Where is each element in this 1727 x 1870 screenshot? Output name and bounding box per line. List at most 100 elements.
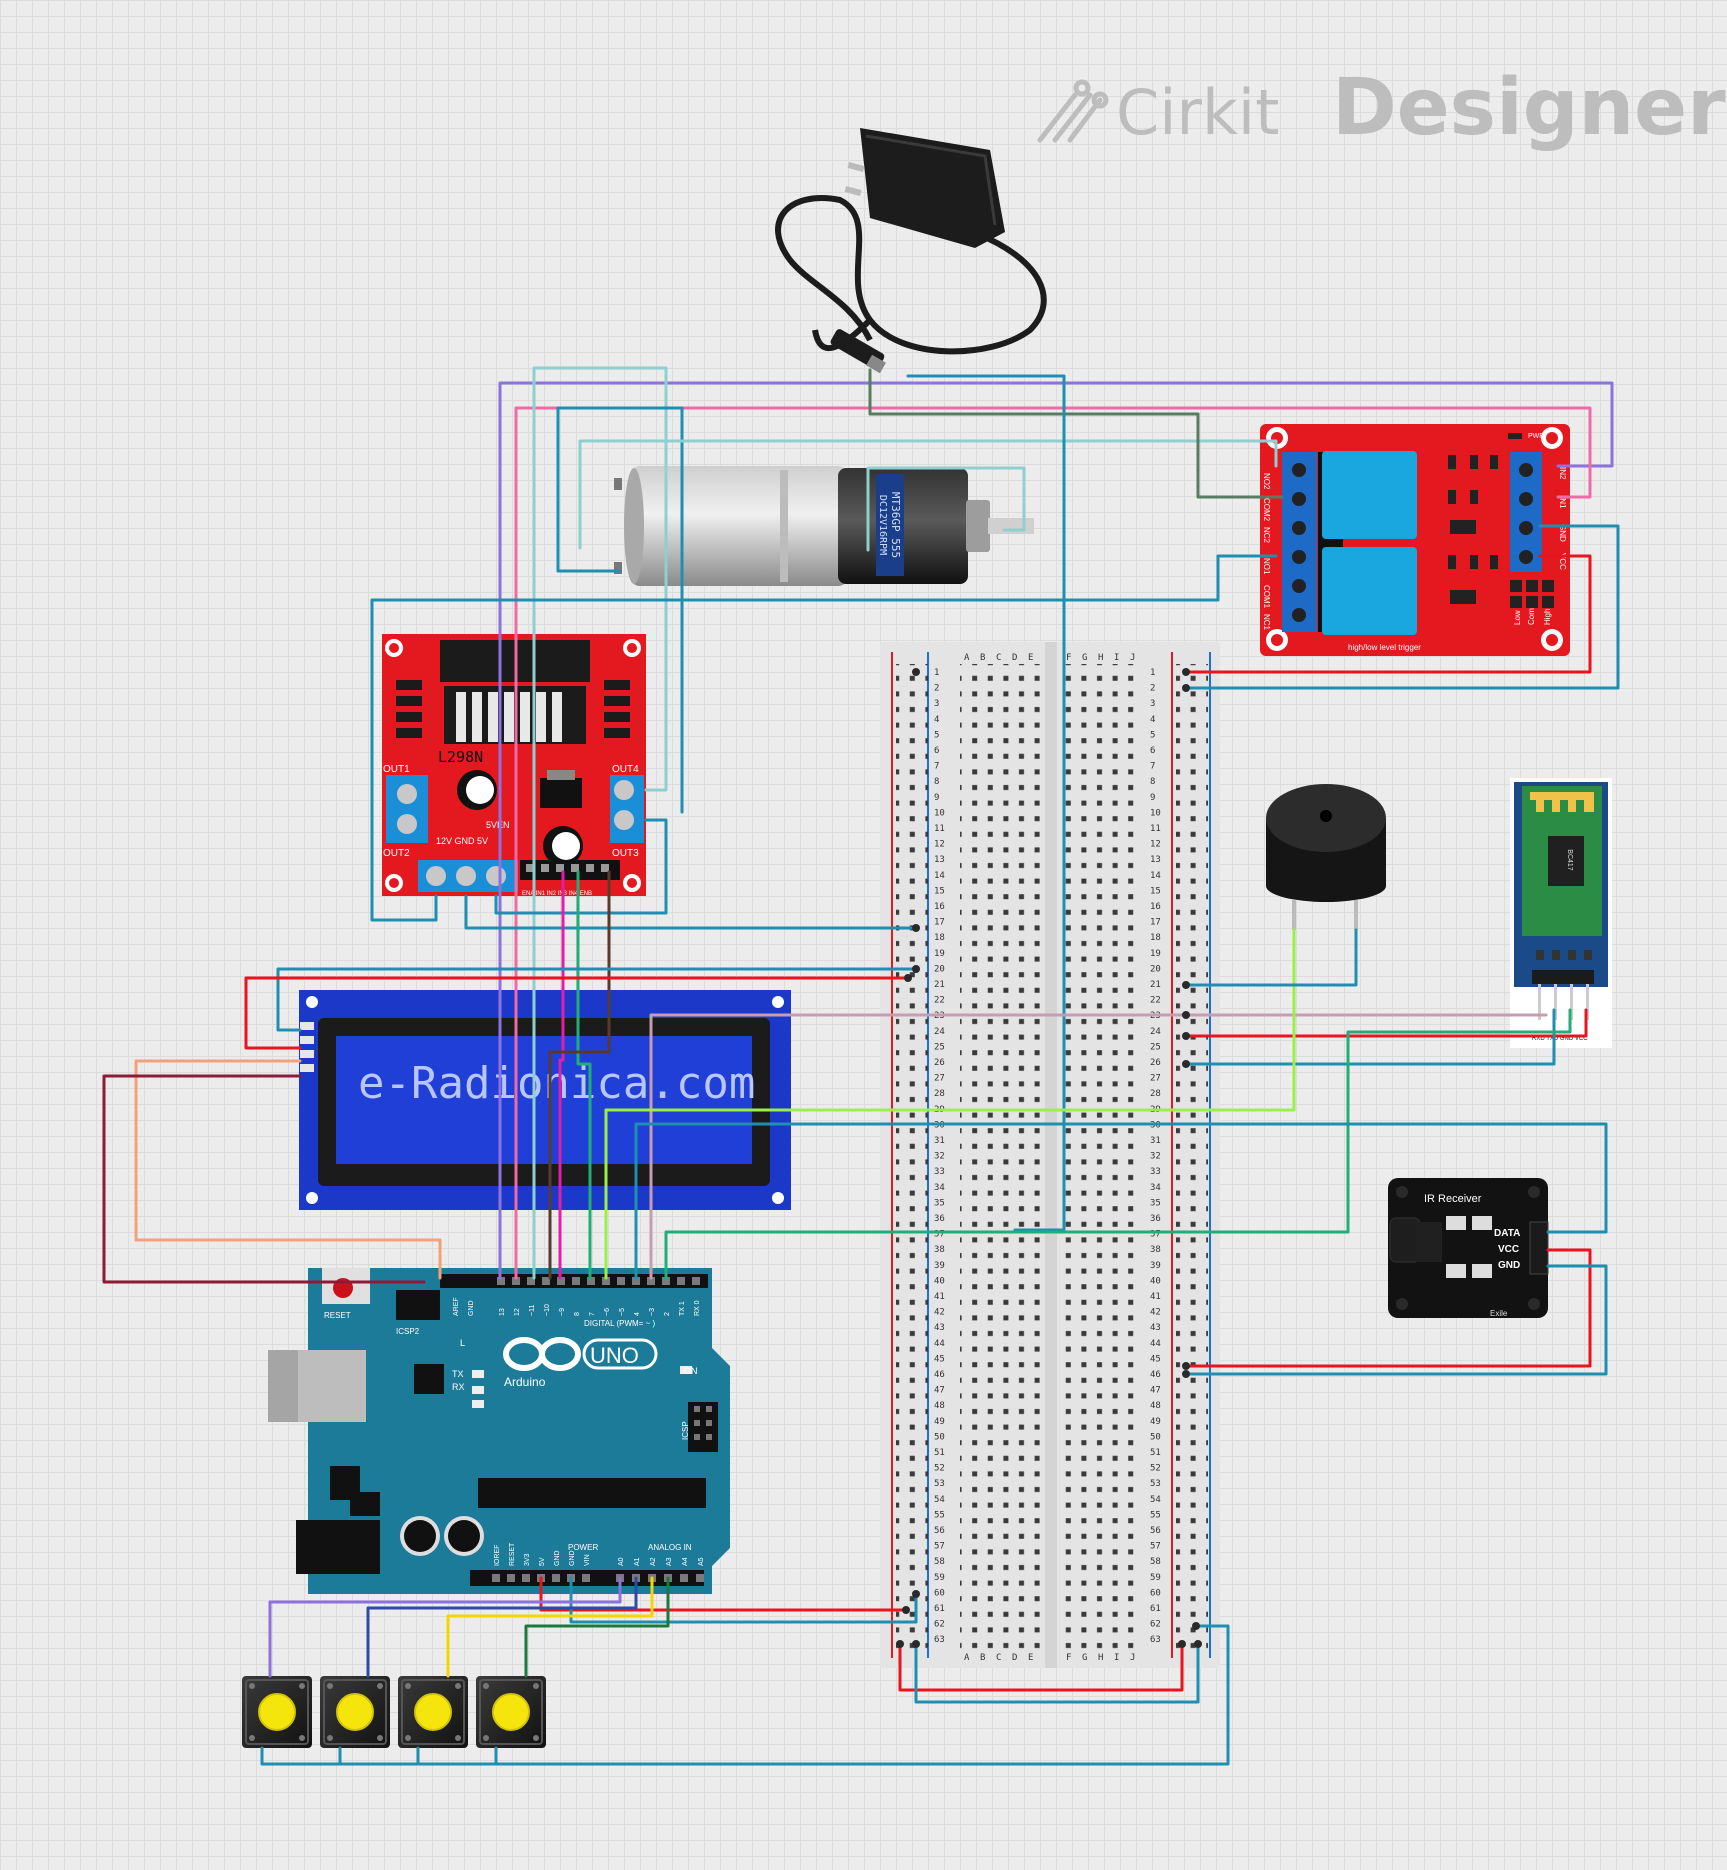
bb-row-number: 58	[1150, 1557, 1161, 1567]
arduino-power-pin[interactable]	[492, 1574, 500, 1582]
bb-row-number: 25	[934, 1042, 945, 1052]
arduino-power-pin-label: 5V	[539, 1557, 546, 1566]
wire[interactable]	[1184, 1008, 1588, 1038]
arduino-digital-pin[interactable]	[632, 1277, 640, 1285]
wire[interactable]	[260, 1624, 1230, 1766]
relay-pin-nc1: NC1	[1262, 614, 1271, 631]
wire[interactable]	[498, 381, 1614, 1280]
l298n-chip-label: L298N	[438, 748, 483, 766]
arduino-digital-pin[interactable]	[557, 1277, 565, 1285]
bb-row-number: 51	[934, 1448, 945, 1458]
bb-col-label: A	[964, 653, 970, 663]
wire[interactable]	[1184, 524, 1620, 690]
bluetooth-hc05-module[interactable]: BC417 RXD TXD GND VCC	[1510, 778, 1612, 1048]
arduino-digital-pin[interactable]	[527, 1277, 535, 1285]
wire[interactable]	[558, 870, 565, 1280]
wire[interactable]	[464, 894, 918, 930]
wire[interactable]	[548, 870, 611, 1280]
wire[interactable]	[556, 406, 684, 814]
wire[interactable]	[898, 1642, 1184, 1692]
wire[interactable]	[494, 818, 668, 915]
wire[interactable]	[664, 1008, 1572, 1280]
arduino-power-pin[interactable]	[552, 1574, 560, 1582]
push-button[interactable]	[242, 1676, 312, 1748]
arduino-digital-pin[interactable]	[542, 1277, 550, 1285]
relay-pin-in1: IN1	[1558, 496, 1567, 509]
wire[interactable]	[866, 466, 1026, 552]
wire[interactable]	[268, 1576, 622, 1678]
push-button[interactable]	[320, 1676, 390, 1748]
wire[interactable]	[1184, 1264, 1608, 1376]
wire[interactable]	[446, 1576, 654, 1678]
wire[interactable]	[569, 1576, 918, 1624]
arduino-digital-pin[interactable]	[512, 1277, 520, 1285]
arduino-digital-pin[interactable]	[617, 1277, 625, 1285]
power-adapter[interactable]	[775, 128, 1047, 374]
arduino-digital-pin[interactable]	[647, 1277, 655, 1285]
wire[interactable]	[524, 1576, 670, 1678]
arduino-digital-pin[interactable]	[602, 1277, 610, 1285]
arduino-l-label: L	[460, 1338, 465, 1348]
dc-gear-motor[interactable]: MT36GP 555 DC12V16RPM	[614, 466, 1034, 586]
arduino-digital-pin-label: 8	[574, 1312, 581, 1316]
arduino-uno[interactable]: UNO Arduino RESET ICSP2 ICSP DIGITAL (PW…	[268, 1268, 730, 1594]
dual-relay-module[interactable]: PWR NO2 COM2 NC2 NO1 COM1 NC1 IN2 IN1 GN…	[1260, 424, 1570, 656]
bb-row-number: 10	[934, 808, 945, 818]
wire[interactable]	[134, 1059, 442, 1280]
arduino-digital-pin[interactable]	[497, 1277, 505, 1285]
bb-col-label: I	[1114, 653, 1119, 663]
wire[interactable]	[366, 1576, 638, 1678]
bb-row-number: 57	[934, 1542, 945, 1552]
wire[interactable]	[102, 1074, 426, 1284]
wire[interactable]	[276, 967, 918, 1032]
buzzer[interactable]	[1266, 784, 1386, 930]
l298n-motor-driver[interactable]: L298N OUT1 OUT2 OUT3 OUT4 12V GND 5V 5VE…	[382, 634, 646, 897]
wire[interactable]	[604, 928, 1296, 1280]
bb-row-number: 11	[1150, 824, 1161, 834]
arduino-analog-pin[interactable]	[696, 1574, 704, 1582]
wire[interactable]	[532, 366, 668, 1280]
arduino-digital-pin[interactable]	[677, 1277, 685, 1285]
bb-row-number: 54	[934, 1495, 945, 1505]
wire[interactable]	[1184, 1008, 1556, 1066]
wire[interactable]	[370, 554, 1278, 922]
bb-row-number: 5	[934, 730, 939, 740]
wire[interactable]	[514, 406, 1592, 1280]
bb-row-number: 49	[1150, 1417, 1161, 1427]
lcd-16x2[interactable]: e-Radionica.com	[299, 990, 791, 1210]
arduino-power-pin[interactable]	[522, 1574, 530, 1582]
bb-row-number: 7	[934, 762, 939, 772]
wire[interactable]	[649, 1013, 1548, 1280]
arduino-digital-pin-label: ~6	[604, 1308, 611, 1316]
bb-row-number: 9	[934, 793, 939, 803]
bb-row-number: 13	[1150, 855, 1161, 865]
arduino-model: UNO	[590, 1343, 639, 1368]
wire[interactable]	[914, 1642, 1200, 1704]
wire[interactable]	[539, 1576, 908, 1612]
wire[interactable]	[634, 1122, 1608, 1280]
wire[interactable]	[1184, 928, 1358, 987]
push-button[interactable]	[476, 1676, 546, 1748]
bb-col-label: H	[1098, 653, 1103, 663]
wire[interactable]	[1184, 1248, 1592, 1368]
arduino-digital-pin[interactable]	[662, 1277, 670, 1285]
push-button[interactable]	[398, 1676, 468, 1748]
bb-row-number: 43	[1150, 1323, 1161, 1333]
arduino-power-pin[interactable]	[582, 1574, 590, 1582]
wire[interactable]	[868, 368, 1284, 499]
arduino-digital-pin[interactable]	[572, 1277, 580, 1285]
wire[interactable]	[906, 374, 1066, 1232]
arduino-analog-pin[interactable]	[680, 1574, 688, 1582]
ir-receiver-module[interactable]: IR Receiver DATA VCC GND Exile	[1388, 1178, 1549, 1318]
bb-row-number: 52	[1150, 1464, 1161, 1474]
wire-endpoint	[896, 1640, 904, 1648]
wire[interactable]	[1184, 554, 1592, 674]
arduino-power-pin[interactable]	[507, 1574, 515, 1582]
arduino-digital-pin[interactable]	[692, 1277, 700, 1285]
arduino-digital-pin[interactable]	[587, 1277, 595, 1285]
wire[interactable]	[244, 976, 910, 1050]
wire[interactable]	[578, 439, 1278, 550]
wire-endpoint	[1182, 1011, 1190, 1019]
arduino-power-pin-label: 3V3	[524, 1553, 531, 1566]
